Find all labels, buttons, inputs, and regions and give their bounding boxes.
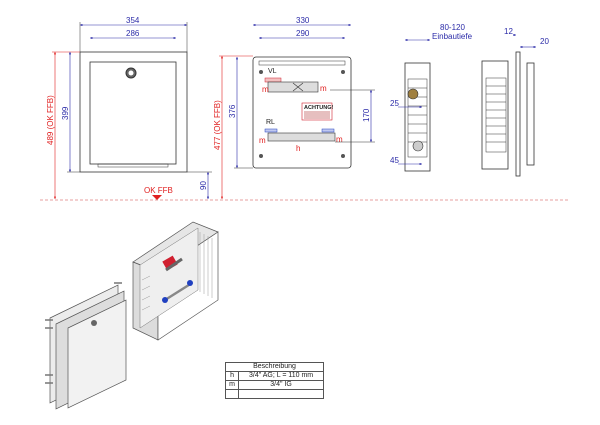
section-view: 12 20 — [481, 27, 549, 177]
table-row — [224, 389, 324, 399]
box-3d-render — [132, 221, 219, 341]
side-view: 80-120 Einbautiefe 25 45 — [390, 23, 473, 172]
svg-text:m: m — [262, 85, 269, 94]
dim-25: 25 — [390, 99, 399, 108]
svg-text:ACHTUNG!: ACHTUNG! — [304, 105, 333, 111]
dim-170: 170 — [362, 108, 371, 122]
door-3d-render — [45, 282, 127, 410]
svg-text:h: h — [296, 144, 300, 153]
dim-90: 90 — [199, 181, 208, 190]
dim-286: 286 — [126, 29, 140, 38]
panel-view: VL m m ACHTUNG! RL m m h 330 290 477 (OK… — [213, 16, 375, 199]
depth-label: Einbautiefe — [432, 32, 473, 41]
dim-489: 489 (OK FFB) — [46, 95, 55, 145]
dim-depth: 80-120 — [440, 23, 465, 32]
dim-45: 45 — [390, 156, 399, 165]
svg-text:m: m — [259, 136, 266, 145]
svg-text:m: m — [320, 84, 327, 93]
floor-label: OK FFB — [144, 186, 173, 195]
dim-399: 399 — [61, 106, 70, 120]
dim-477: 477 (OK FFB) — [213, 100, 222, 150]
dim-354: 354 — [126, 16, 140, 25]
dim-376: 376 — [228, 104, 237, 118]
dim-330: 330 — [296, 16, 310, 25]
table-header: Beschreibung — [225, 362, 324, 372]
front-view: 354 286 489 (OK FFB) 399 90 OK FFB — [46, 16, 212, 200]
dim-20: 20 — [540, 37, 549, 46]
floor-marker-icon — [152, 195, 162, 200]
svg-text:m: m — [336, 135, 343, 144]
dim-12: 12 — [504, 27, 513, 36]
dim-290: 290 — [296, 29, 310, 38]
flow-label: VL — [268, 68, 277, 75]
return-label: RL — [266, 119, 275, 126]
